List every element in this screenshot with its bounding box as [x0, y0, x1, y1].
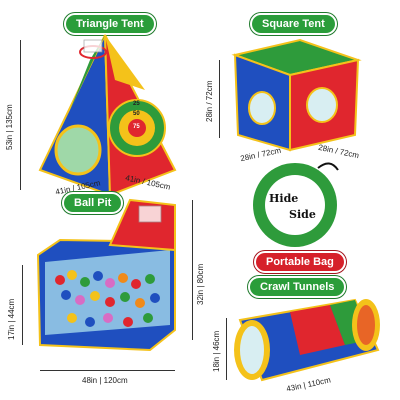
- triangle-tent-label: Triangle Tent: [64, 13, 156, 35]
- bag-logo: Hide Side: [269, 192, 316, 221]
- triangle-tent: [38, 34, 177, 197]
- ballpit-height-line: [22, 265, 23, 345]
- triangle-height-dim: 53in | 135cm: [5, 104, 14, 150]
- target-number-50: 50: [133, 111, 140, 117]
- portable-bag-label: Portable Bag: [254, 251, 346, 273]
- target-number-25: 25: [133, 101, 140, 107]
- ballpit-total-height-line: [192, 200, 193, 340]
- ballpit-total-height-dim: 32in | 80cm: [196, 263, 205, 305]
- crawl-tunnels-label: Crawl Tunnels: [248, 276, 347, 298]
- ballpit-width-line: [40, 370, 175, 371]
- ballpit-height-dim: 17in | 44cm: [7, 298, 16, 340]
- target-number-75: 75: [133, 124, 140, 130]
- square-height-dim: 28in / 72cm: [205, 80, 214, 122]
- crawl-tunnel: [234, 298, 380, 382]
- square-height-line: [219, 60, 220, 138]
- square-tent-label: Square Tent: [250, 13, 337, 35]
- square-tent: [231, 38, 362, 152]
- triangle-height-line: [20, 40, 21, 190]
- tunnel-height-dim: 18in | 46cm: [212, 330, 221, 372]
- bag-logo-line2: Side: [289, 208, 316, 221]
- ballpit-width-dim: 48in | 120cm: [82, 376, 128, 385]
- bag-logo-line1: Hide: [269, 192, 298, 205]
- ball-pit: [36, 198, 176, 352]
- portable-bag: [253, 162, 339, 247]
- tunnel-height-line: [226, 318, 227, 380]
- ball-pit-label: Ball Pit: [62, 192, 124, 214]
